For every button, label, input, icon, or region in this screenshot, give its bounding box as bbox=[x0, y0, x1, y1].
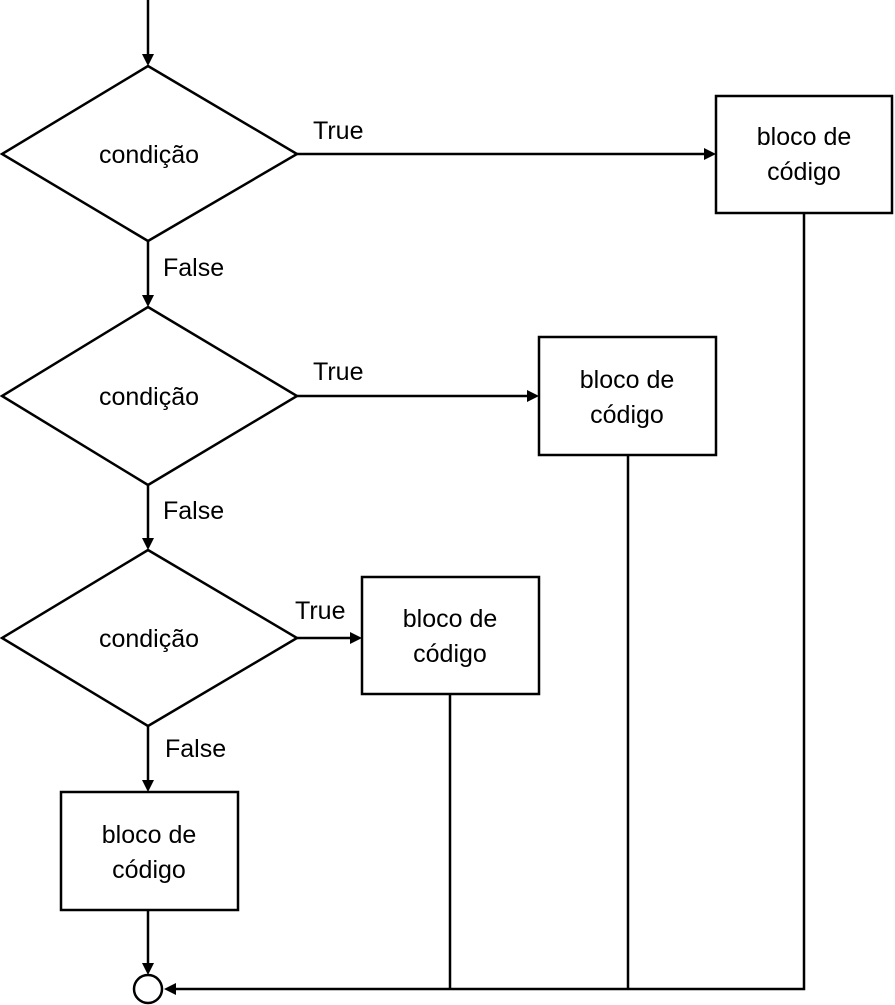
code-block-2-line1: bloco de bbox=[580, 366, 675, 394]
merge-connector bbox=[132, 973, 164, 1005]
false-label-2: False bbox=[163, 497, 224, 525]
else-to-merge-arrow bbox=[142, 910, 154, 975]
decision-2-label: condição bbox=[99, 383, 199, 411]
false-edge-1: False bbox=[142, 241, 224, 307]
false-edge-2: False bbox=[142, 485, 224, 550]
merge-lines bbox=[164, 213, 806, 995]
code-block-3-line2: código bbox=[413, 640, 487, 668]
true-edge-2: True bbox=[297, 358, 539, 402]
code-block-1-line2: código bbox=[767, 158, 841, 186]
false-label-3: False bbox=[165, 735, 226, 763]
true-label-3: True bbox=[295, 597, 345, 625]
false-edge-3: False bbox=[142, 726, 226, 792]
true-label-2: True bbox=[313, 358, 363, 386]
code-block-else-line1: bloco de bbox=[102, 821, 197, 849]
code-block-3-line1: bloco de bbox=[403, 605, 498, 633]
code-block-else: bloco de código bbox=[59, 790, 240, 912]
false-label-1: False bbox=[163, 254, 224, 282]
decision-diamond-2: condição bbox=[0, 305, 300, 487]
decision-diamond-3: condição bbox=[0, 548, 300, 728]
decision-3-label: condição bbox=[99, 625, 199, 653]
true-label-1: True bbox=[313, 117, 363, 145]
true-edge-1: True bbox=[297, 117, 716, 160]
code-block-1-line1: bloco de bbox=[757, 123, 852, 151]
decision-diamond-1: condição bbox=[0, 64, 300, 243]
decision-1-label: condição bbox=[99, 141, 199, 169]
true-edge-3: True bbox=[295, 597, 362, 644]
return-line-block-1 bbox=[175, 213, 806, 991]
code-block-2-line2: código bbox=[590, 401, 664, 429]
code-block-3: bloco de código bbox=[360, 575, 541, 696]
entry-arrow bbox=[142, 0, 154, 66]
code-block-else-line2: código bbox=[112, 856, 186, 884]
code-block-1: bloco de código bbox=[714, 94, 894, 215]
code-block-2: bloco de código bbox=[537, 335, 718, 457]
